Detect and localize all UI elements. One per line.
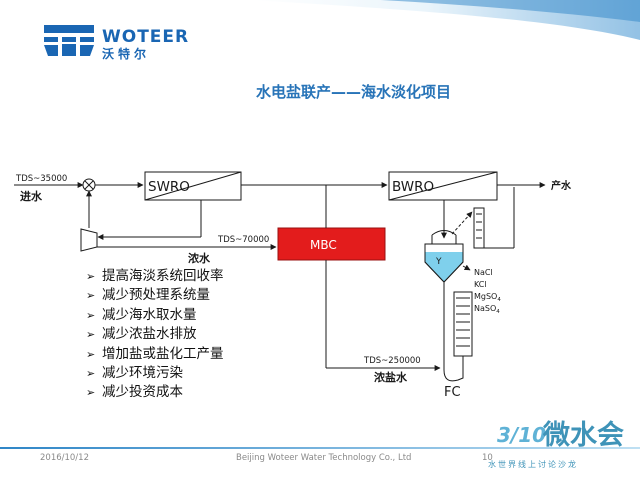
tds-250000-label: TDS~250000 bbox=[363, 356, 421, 366]
footer-divider bbox=[0, 447, 640, 449]
list-item: ➢减少预处理系统量 bbox=[86, 286, 224, 305]
page-number: 10 bbox=[482, 453, 493, 463]
bullet-arrow-icon: ➢ bbox=[86, 270, 96, 283]
benefit-list: ➢提高海淡系统回收率 ➢减少预处理系统量 ➢减少海水取水量 ➢减少浓盐水排放 ➢… bbox=[86, 267, 224, 403]
brand-name-cn: 沃特尔 bbox=[102, 46, 150, 61]
bullet-arrow-icon: ➢ bbox=[86, 289, 96, 303]
tds-70000-label: TDS~70000 bbox=[217, 235, 269, 245]
tank-mark: Y bbox=[435, 257, 442, 267]
bwro-label: BWRO bbox=[392, 179, 434, 195]
heater-icon bbox=[473, 207, 485, 249]
header-decoration bbox=[250, 0, 640, 40]
page-title: 水电盐联产——海水淡化项目 bbox=[256, 83, 451, 101]
watermark-main: 微水会 bbox=[542, 420, 624, 451]
salt-item: NaSO4 bbox=[474, 304, 500, 315]
salt-item: NaCl bbox=[474, 268, 493, 277]
mbc-unit bbox=[277, 227, 386, 261]
salt-item: KCl bbox=[474, 280, 487, 289]
mbc-label: MBC bbox=[310, 238, 337, 252]
energy-recovery-icon bbox=[80, 228, 98, 252]
list-item: ➢减少浓盐水排放 bbox=[86, 325, 224, 344]
list-item: ➢减少海水取水量 bbox=[86, 306, 224, 325]
concentrated-brine-label: 浓盐水 bbox=[374, 370, 408, 384]
footer-date: 2016/10/12 bbox=[40, 453, 89, 463]
watermark-prefix: 3/10 bbox=[497, 423, 546, 447]
list-item: ➢减少环境污染 bbox=[86, 364, 224, 383]
tds-inlet-label: TDS~35000 bbox=[15, 174, 67, 184]
brine-label: 浓水 bbox=[188, 251, 211, 265]
list-item: ➢减少投资成本 bbox=[86, 383, 224, 402]
woteer-logo-icon bbox=[44, 25, 94, 56]
salt-list: NaCl KCl MgSO4 NaSO4 bbox=[474, 268, 501, 315]
salt-item: MgSO4 bbox=[474, 292, 501, 303]
bullet-arrow-icon: ➢ bbox=[86, 367, 96, 381]
inlet-label: 进水 bbox=[20, 189, 43, 203]
footer-company: Beijing Woteer Water Technology Co., Ltd bbox=[236, 453, 412, 463]
watermark-subtitle: 水世界线上讨论沙龙 bbox=[488, 460, 578, 469]
product-label: 产水 bbox=[551, 179, 572, 192]
list-item: ➢提高海淡系统回收率 bbox=[86, 267, 224, 286]
bullet-arrow-icon: ➢ bbox=[86, 347, 96, 361]
bullet-arrow-icon: ➢ bbox=[86, 386, 96, 400]
bullet-arrow-icon: ➢ bbox=[86, 328, 96, 342]
swro-label: SWRO bbox=[148, 179, 190, 195]
brand-name-en: WOTEER bbox=[102, 27, 189, 47]
fc-label: FC bbox=[444, 385, 461, 400]
process-diagram bbox=[14, 171, 546, 382]
list-item: ➢增加盐或盐化工产量 bbox=[86, 345, 224, 364]
weishuihui-watermark: 3/10 微水会 bbox=[497, 420, 624, 451]
bullet-arrow-icon: ➢ bbox=[86, 308, 96, 322]
